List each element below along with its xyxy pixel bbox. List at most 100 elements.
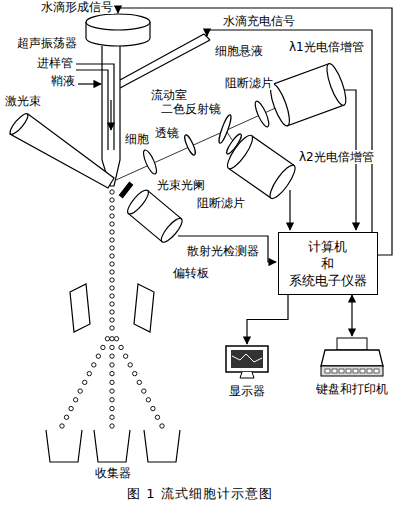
- beam-stop: [119, 182, 132, 197]
- droplet: [110, 326, 114, 330]
- droplet: [110, 294, 114, 298]
- droplet: [92, 363, 96, 367]
- droplet: [114, 337, 118, 341]
- part-label: 散射光检测器: [186, 244, 260, 258]
- droplet: [110, 302, 114, 306]
- computer-box: 计算机 和 系统电子仪器: [278, 232, 378, 295]
- droplet: [142, 389, 146, 393]
- part-label: 细胞悬液: [214, 44, 264, 58]
- droplet: [78, 389, 82, 393]
- collector: [46, 430, 82, 462]
- droplet: [110, 222, 114, 226]
- droplet: [64, 415, 68, 419]
- part-label: 偏转板: [172, 266, 210, 280]
- deflection-plate: [134, 284, 154, 332]
- part-label: 进样管: [36, 56, 74, 70]
- flow-arrow: [110, 100, 111, 130]
- part-label: 超声振荡器: [16, 36, 78, 50]
- droplet: [87, 371, 91, 375]
- droplet: [110, 345, 114, 349]
- sheath-arrow: [78, 83, 101, 84]
- part-label: 透镜: [154, 126, 180, 140]
- droplet: [110, 230, 114, 234]
- part-label: 激光束: [4, 94, 42, 108]
- part-label: λ2光电倍增管: [298, 150, 375, 164]
- part-label: 水滴充电信号: [222, 14, 296, 28]
- part-label: 水滴形成信号: [40, 0, 114, 14]
- droplet: [96, 354, 100, 358]
- blocking-filter: [253, 100, 272, 129]
- droplet: [110, 398, 114, 402]
- droplet: [110, 190, 114, 194]
- part-label: 阻断滤片: [196, 196, 246, 210]
- droplet: [110, 310, 114, 314]
- droplet: [155, 415, 159, 419]
- pmt-2: [224, 132, 299, 201]
- signal-wire: [178, 236, 276, 262]
- node-text: 显示器: [222, 384, 272, 398]
- scatter-detector: [125, 187, 186, 245]
- pmt-1: [267, 62, 350, 128]
- droplet: [69, 406, 73, 410]
- droplet: [83, 380, 87, 384]
- figure-caption: 图 1 流式细胞计示意图: [0, 486, 400, 502]
- droplet: [110, 214, 114, 218]
- part-label: λ1光电倍增管: [288, 40, 365, 54]
- printer-icon: [319, 336, 385, 380]
- part-label: 阻断滤片: [224, 76, 274, 90]
- droplet: [110, 278, 114, 282]
- part-label: 二色反射镜: [160, 102, 222, 116]
- droplet: [128, 363, 132, 367]
- flow-chamber: [102, 46, 120, 186]
- droplet: [110, 406, 114, 410]
- sample-tube: [76, 64, 114, 150]
- droplet: [110, 238, 114, 242]
- collector: [144, 430, 180, 462]
- monitor-icon: [222, 344, 272, 382]
- formation-wire: [118, 8, 392, 255]
- connector: [351, 295, 352, 336]
- droplet: [110, 354, 114, 358]
- droplet: [110, 254, 114, 258]
- droplet: [110, 415, 114, 419]
- keyboard-printer: 键盘和打印机: [316, 336, 388, 396]
- suspension-pipe: [120, 34, 210, 88]
- droplet: [60, 424, 64, 428]
- droplet: [110, 363, 114, 367]
- droplet: [110, 246, 114, 250]
- droplet: [110, 262, 114, 266]
- droplet: [110, 389, 114, 393]
- droplet: [110, 337, 114, 341]
- oscillator-top: [86, 14, 150, 30]
- droplet: [160, 424, 164, 428]
- signal-wire: [289, 190, 290, 230]
- droplet: [110, 286, 114, 290]
- droplet: [110, 318, 114, 322]
- droplet: [119, 345, 123, 349]
- droplet: [146, 398, 150, 402]
- laser-beam: [10, 114, 114, 188]
- optic-ring: [183, 134, 197, 157]
- node-text: 键盘和打印机: [316, 382, 388, 396]
- deflection-plate: [70, 284, 90, 332]
- laser-cap: [8, 111, 31, 136]
- lens: [141, 148, 159, 175]
- droplet: [105, 337, 109, 341]
- droplet: [151, 406, 155, 410]
- droplet: [110, 206, 114, 210]
- dichroic-mirror: [217, 114, 233, 144]
- collector: [94, 430, 130, 462]
- droplets: [60, 190, 164, 428]
- droplet: [110, 198, 114, 202]
- part-label: 光束光阑: [156, 178, 206, 192]
- display-unit: 显示器: [222, 344, 272, 398]
- part-label: 收集器: [94, 466, 132, 480]
- droplet: [110, 371, 114, 375]
- part-label: 鞘液: [50, 74, 76, 88]
- droplet: [133, 371, 137, 375]
- droplet: [110, 380, 114, 384]
- part-label: 细胞: [124, 132, 150, 146]
- droplet: [101, 345, 105, 349]
- droplet: [123, 354, 127, 358]
